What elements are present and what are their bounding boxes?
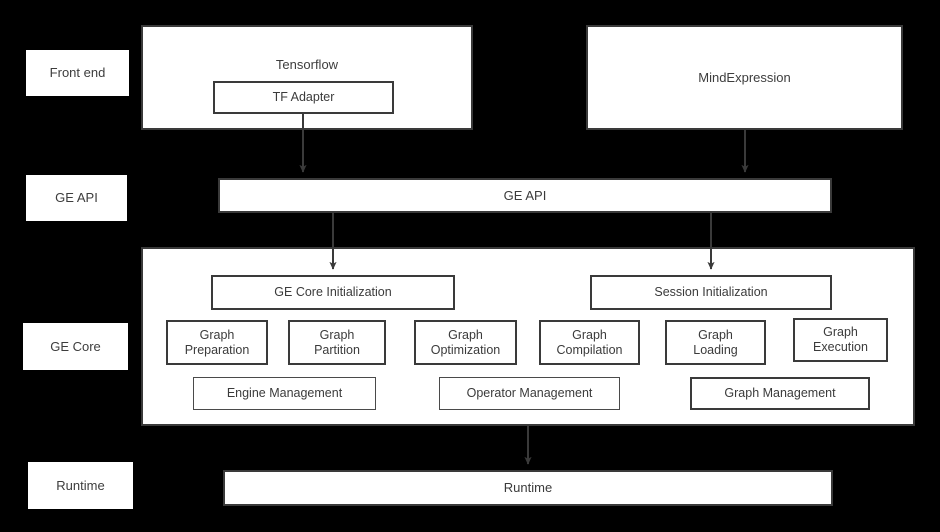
graph-management-label: Graph Management — [724, 386, 836, 401]
session-initialization-box[interactable]: Session Initialization — [590, 275, 832, 310]
tensorflow-label: Tensorflow — [275, 57, 339, 72]
graph-execution-label: Graph Execution — [813, 325, 868, 354]
graph-preparation-label: Graph Preparation — [184, 327, 250, 357]
graph-compilation-box[interactable]: Graph Compilation — [539, 320, 640, 365]
stage-label-front-end-text: Front end — [49, 65, 106, 81]
stage-label-runtime: Runtime — [28, 462, 133, 509]
ge-core-initialization-box[interactable]: GE Core Initialization — [211, 275, 455, 310]
graph-loading-label: Graph Loading — [693, 327, 738, 357]
stage-label-ge-core: GE Core — [23, 323, 128, 370]
stage-label-ge-core-text: GE Core — [50, 338, 101, 354]
graph-optimization-label: Graph Optimization — [430, 327, 501, 357]
stage-label-ge-api: GE API — [26, 175, 127, 221]
graph-partition-label: Graph Partition — [314, 327, 360, 357]
stage-label-ge-api-text: GE API — [55, 190, 98, 206]
engine-management-box[interactable]: Engine Management — [193, 377, 376, 410]
mindexpression-frame[interactable]: MindExpression — [586, 25, 903, 130]
session-initialization-label: Session Initialization — [654, 285, 768, 300]
tf-adapter-label: TF Adapter — [272, 90, 335, 105]
engine-management-label: Engine Management — [226, 386, 343, 401]
graph-partition-box[interactable]: Graph Partition — [288, 320, 386, 365]
operator-management-box[interactable]: Operator Management — [439, 377, 620, 410]
ge-api-bar[interactable]: GE API — [218, 178, 832, 213]
mindexpression-label: MindExpression — [698, 69, 791, 85]
stage-label-runtime-text: Runtime — [56, 477, 105, 493]
stage-label-front-end: Front end — [26, 50, 129, 96]
ge-api-bar-label: GE API — [503, 187, 547, 203]
graph-management-box[interactable]: Graph Management — [690, 377, 870, 410]
operator-management-label: Operator Management — [466, 386, 593, 401]
runtime-bar-label: Runtime — [503, 480, 553, 496]
graph-compilation-label: Graph Compilation — [556, 327, 623, 357]
graph-preparation-box[interactable]: Graph Preparation — [166, 320, 268, 365]
graph-optimization-box[interactable]: Graph Optimization — [414, 320, 517, 365]
ge-core-initialization-label: GE Core Initialization — [274, 285, 392, 300]
graph-execution-box[interactable]: Graph Execution — [793, 318, 888, 362]
graph-loading-box[interactable]: Graph Loading — [665, 320, 766, 365]
tensorflow-frame[interactable]: Tensorflow — [141, 25, 473, 130]
tf-adapter-box[interactable]: TF Adapter — [213, 81, 394, 114]
runtime-bar[interactable]: Runtime — [223, 470, 833, 506]
